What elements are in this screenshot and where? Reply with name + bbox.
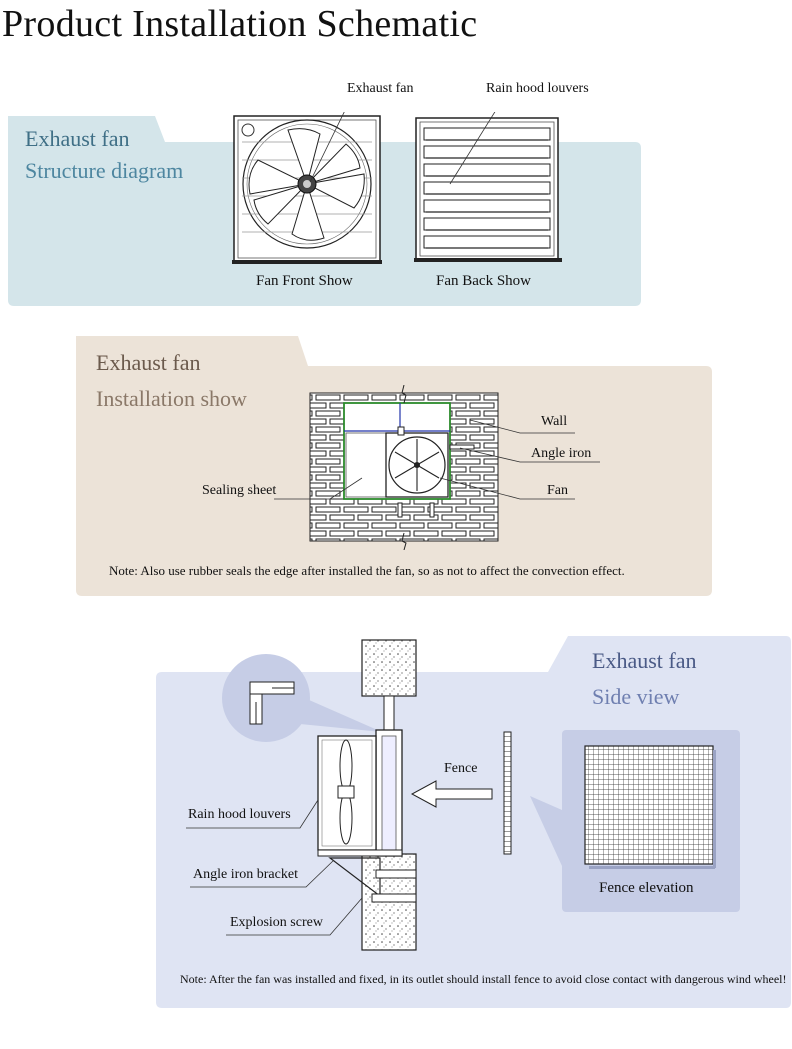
label-angle-iron-bracket: Angle iron bracket bbox=[193, 867, 298, 882]
side-view-drawing bbox=[317, 639, 512, 951]
label-fan: Fan bbox=[547, 483, 568, 498]
structure-subtitle: Structure diagram bbox=[25, 158, 184, 183]
side-view-subtitle: Side view bbox=[592, 684, 680, 709]
corner-detail-magnifier bbox=[222, 654, 382, 742]
installation-note: Note: Also use rubber seals the edge aft… bbox=[109, 563, 625, 578]
label-fence: Fence bbox=[444, 761, 478, 776]
side-view-note: Note: After the fan was installed and fi… bbox=[180, 972, 787, 986]
label-fence-elevation: Fence elevation bbox=[599, 880, 694, 896]
side-view-title: Exhaust fan bbox=[592, 648, 697, 673]
label-explosion-screw: Explosion screw bbox=[230, 915, 323, 930]
fan-back-drawing bbox=[414, 112, 562, 262]
caption-fan-back: Fan Back Show bbox=[436, 273, 531, 289]
callout-exhaust-fan: Exhaust fan bbox=[347, 81, 414, 96]
installation-subtitle: Installation show bbox=[96, 386, 247, 411]
page-title: Product Installation Schematic bbox=[2, 3, 478, 45]
label-sealing-sheet: Sealing sheet bbox=[202, 483, 277, 498]
label-wall: Wall bbox=[541, 414, 568, 429]
label-angle-iron: Angle iron bbox=[531, 446, 592, 461]
caption-fan-front: Fan Front Show bbox=[256, 273, 353, 289]
fence-elevation-grid bbox=[584, 745, 716, 869]
structure-title: Exhaust fan bbox=[25, 126, 130, 151]
fan-front-drawing bbox=[232, 112, 382, 264]
installation-title: Exhaust fan bbox=[96, 350, 201, 375]
wall-installation-drawing bbox=[309, 385, 499, 550]
callout-rain-hood-louvers: Rain hood louvers bbox=[486, 81, 589, 96]
label-rain-hood-louvers: Rain hood louvers bbox=[188, 807, 291, 822]
